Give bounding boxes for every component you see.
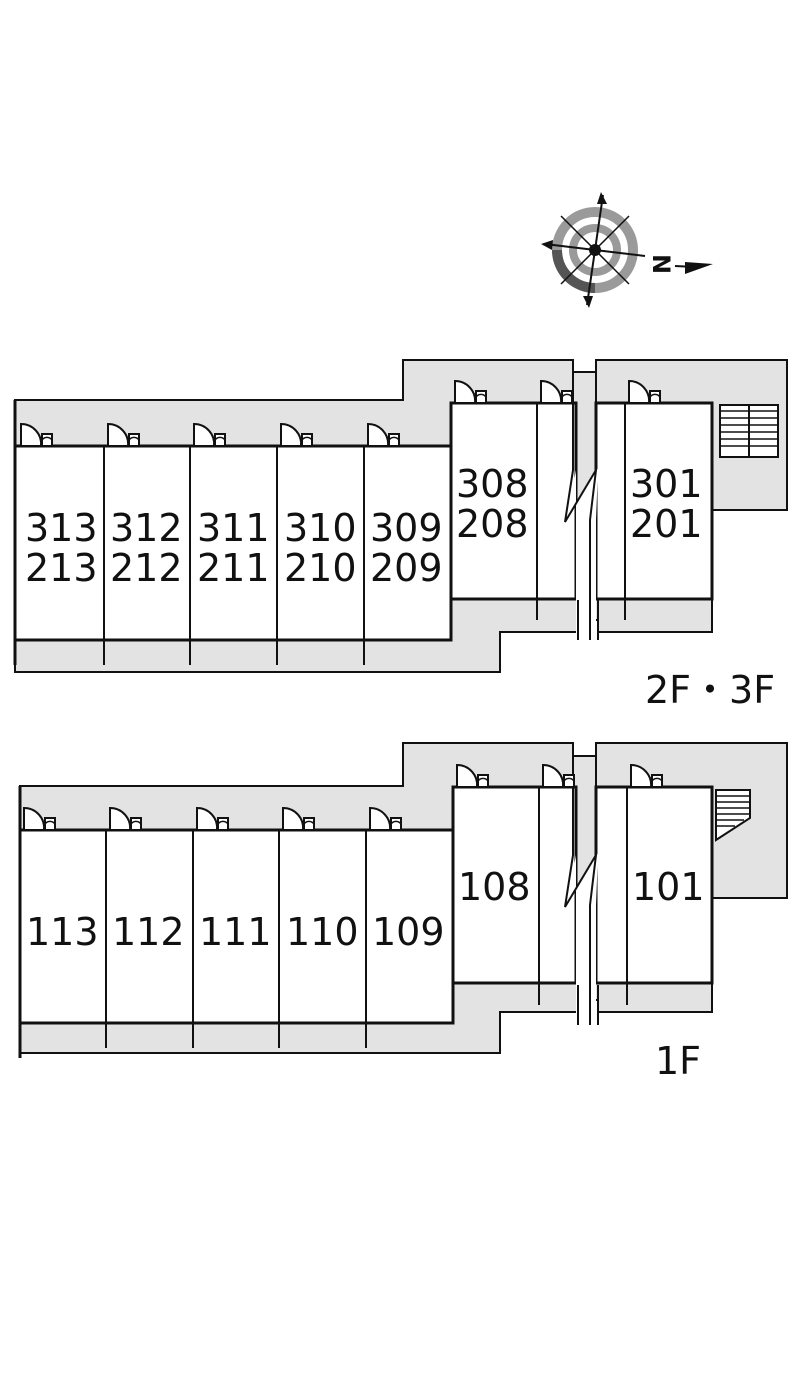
- unit-label: 213: [25, 546, 98, 590]
- unit-label: 210: [284, 546, 357, 590]
- ground-units: [18, 743, 751, 1058]
- unit-label: 313: [25, 506, 98, 550]
- unit-label: 111: [199, 910, 272, 954]
- compass-north-label: N: [647, 254, 675, 274]
- floor-label-ground: 1F: [655, 1039, 701, 1083]
- ground-floor-plan: 113 112 111 110 109 108 101 1F: [18, 742, 788, 1083]
- unit-label: 108: [458, 865, 531, 909]
- unit-label: 212: [110, 546, 183, 590]
- unit-label: 113: [26, 910, 99, 954]
- north-arrow-icon: [685, 262, 713, 274]
- compass-icon: [541, 192, 646, 308]
- unit-label: 101: [632, 865, 705, 909]
- unit-label: 310: [284, 506, 357, 550]
- unit-label: 309: [370, 506, 443, 550]
- unit-label: 211: [197, 546, 270, 590]
- stairs-icon: [719, 404, 779, 458]
- unit-label: 112: [112, 910, 185, 954]
- unit-label: 201: [630, 502, 703, 546]
- unit-label: 209: [370, 546, 443, 590]
- unit-label: 109: [372, 910, 445, 954]
- unit-label: 311: [197, 506, 270, 550]
- unit-label: 308: [456, 462, 529, 506]
- upper-floor-plan: 313 213 312 212 311 211 310 210 309 209 …: [13, 359, 788, 712]
- unit-label: 301: [630, 462, 703, 506]
- upper-unit-labels: 313 213 312 212 311 211 310 210 309 209 …: [25, 462, 703, 590]
- stairs-icon: [715, 789, 751, 842]
- upper-units: [13, 360, 779, 665]
- unit-label: 110: [286, 910, 359, 954]
- unit-label: 312: [110, 506, 183, 550]
- ground-unit-labels: 113 112 111 110 109 108 101: [26, 865, 705, 954]
- compass: N: [541, 192, 713, 308]
- unit-label: 208: [456, 502, 529, 546]
- floor-label-upper: 2F・3F: [645, 668, 775, 712]
